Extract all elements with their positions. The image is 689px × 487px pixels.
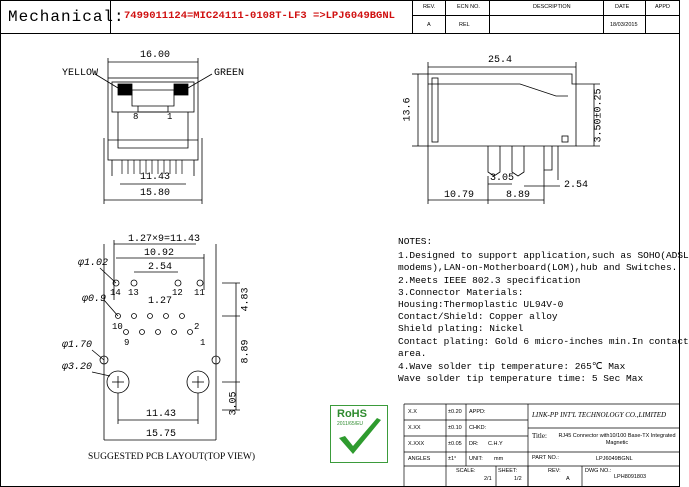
led-right-label: GREEN bbox=[214, 68, 245, 79]
note-line: 3.Connector Materials: bbox=[398, 287, 524, 298]
pcb-pin-label: 14 bbox=[110, 288, 121, 298]
unit-value: mm bbox=[494, 456, 504, 462]
pcb-caption: SUGGESTED PCB LAYOUT(TOP VIEW) bbox=[88, 452, 256, 462]
note-line: area. bbox=[398, 348, 427, 359]
dwg-no-value: LPH8091803 bbox=[614, 474, 647, 480]
tol-value: ±1° bbox=[448, 456, 457, 462]
mechanical-label: Mechanical: bbox=[8, 8, 125, 26]
sheet-value: 1/2 bbox=[514, 476, 522, 482]
part-no-value: LPJ6049BGNL bbox=[596, 456, 633, 462]
pcb-pin-label: 11 bbox=[194, 288, 205, 298]
pcb-pin-label: 9 bbox=[124, 338, 130, 348]
dwg-no-label: DWG NO.: bbox=[585, 468, 612, 474]
check-icon bbox=[339, 418, 381, 454]
tol-key: X.X bbox=[408, 409, 417, 415]
rev-label: REV: bbox=[548, 468, 561, 474]
side-dim-d: 8.89 bbox=[506, 190, 531, 201]
scale-value: 2/1 bbox=[484, 476, 492, 482]
pin-right-label: 1 bbox=[167, 112, 173, 122]
note-line: 1.Designed to support application,such a… bbox=[398, 250, 689, 261]
sheet-label: SHEET: bbox=[498, 468, 518, 474]
pcb-dim-total: 15.75 bbox=[146, 429, 177, 440]
led-left-label: YELLOW bbox=[62, 68, 99, 79]
dr-value: C.H.Y bbox=[488, 441, 503, 447]
pcb-dim-mount-hole: φ3.20 bbox=[62, 362, 93, 373]
rohs-sub: 2011/65/EU bbox=[337, 421, 364, 427]
date-header: DATE bbox=[615, 4, 630, 10]
side-dim-c: 10.79 bbox=[444, 190, 475, 201]
appd-header: APPD bbox=[655, 4, 670, 10]
rev-header: REV. bbox=[423, 4, 436, 10]
description-header: DESCRIPTION bbox=[533, 4, 571, 10]
side-dim-pin-height: 3.50±0.25 bbox=[593, 88, 605, 143]
dr-label: DR: bbox=[469, 441, 479, 447]
tol-key: X.XXX bbox=[408, 441, 425, 447]
note-line: Contact plating: Gold 6 micro-inches min… bbox=[398, 336, 689, 347]
pcb-pin-label: 12 bbox=[172, 288, 183, 298]
header-label-divider bbox=[110, 0, 111, 34]
pcb-pin-label: 1 bbox=[200, 338, 206, 348]
note-line: Contact/Shield: Copper alloy bbox=[398, 311, 558, 322]
pcb-dim-led-hole: φ1.02 bbox=[78, 258, 109, 269]
front-dim-top: 16.00 bbox=[140, 50, 171, 61]
title-block-lines bbox=[403, 403, 679, 486]
note-line: Housing:Thermoplastic UL94V-0 bbox=[398, 299, 564, 310]
note-line: Shield plating: Nickel bbox=[398, 323, 524, 334]
tol-key: ANGLES bbox=[408, 456, 431, 462]
note-line: modems),LAN-on-Motherboard(LOM),hub and … bbox=[398, 262, 678, 273]
header-divider bbox=[0, 33, 680, 34]
side-dim-length: 25.4 bbox=[488, 55, 513, 66]
pcb-dim-mount-span: 11.43 bbox=[146, 409, 177, 420]
notes-title: NOTES: bbox=[398, 236, 433, 247]
front-dim-inner: 11.43 bbox=[140, 172, 171, 183]
part-no-label: PART NO.: bbox=[532, 455, 559, 461]
ecn-header: ECN NO. bbox=[457, 4, 480, 10]
front-view bbox=[94, 58, 213, 204]
front-dim-bottom: 15.80 bbox=[140, 188, 171, 199]
pcb-dim-led-pitch: 2.54 bbox=[148, 262, 173, 273]
pcb-dim-vertical-c: 3.05 bbox=[228, 391, 240, 416]
green-led bbox=[173, 83, 189, 96]
appd-label: APPD: bbox=[469, 409, 486, 415]
pcb-dim-pitch: 1.27×9=11.43 bbox=[128, 234, 201, 245]
rev-value: A bbox=[566, 476, 570, 482]
yellow-led bbox=[117, 83, 133, 96]
tol-value: ±0.10 bbox=[448, 425, 462, 431]
pcb-dim-half-pitch: 1.27 bbox=[148, 296, 173, 307]
tol-key: X.XX bbox=[408, 425, 421, 431]
title-text: RJ45 Connector with10/100 Base-TX Integr… bbox=[558, 433, 676, 446]
pcb-layout bbox=[91, 240, 240, 441]
note-line: 4.Wave solder tip temperature: 265℃ Max bbox=[398, 361, 626, 372]
rohs-badge: RoHS 2011/65/EU bbox=[330, 405, 388, 463]
note-line: 2.Meets IEEE 802.3 specification bbox=[398, 275, 581, 286]
side-view bbox=[412, 62, 600, 204]
pcb-dim-row: 10.92 bbox=[144, 248, 175, 259]
unit-label: UNIT: bbox=[469, 456, 483, 462]
pcb-dim-shield-hole: φ1.70 bbox=[62, 340, 93, 351]
part-number-line: 7499011124=MIC24111-0108T-LF3 =>LPJ6049B… bbox=[124, 10, 395, 22]
pcb-dim-vertical-a: 4.83 bbox=[240, 287, 252, 312]
chkd-label: CHKD: bbox=[469, 425, 487, 431]
side-dim-a: 3.05 bbox=[490, 173, 515, 184]
rohs-label: RoHS bbox=[337, 408, 367, 420]
tol-value: ±0.20 bbox=[448, 409, 462, 415]
side-dim-b: 2.54 bbox=[564, 180, 589, 191]
ecn-value: REL bbox=[459, 22, 470, 28]
revision-table: REV. ECN NO. DESCRIPTION DATE APPD A REL… bbox=[412, 0, 680, 34]
pcb-pin-label: 10 bbox=[112, 322, 123, 332]
pcb-dim-pin-hole: φ0.9 bbox=[82, 294, 107, 305]
date-value: 18/03/2015 bbox=[610, 22, 638, 28]
rev-value: A bbox=[427, 22, 431, 28]
pin-left-label: 8 bbox=[133, 112, 139, 122]
note-line: Wave solder tip temperature time: 5 Sec … bbox=[398, 373, 644, 384]
pcb-pin-label: 2 bbox=[194, 322, 200, 332]
pcb-dim-vertical-b: 8.89 bbox=[240, 339, 252, 364]
company-name: LINK-PP INT'L TECHNOLOGY CO.,LIMITED bbox=[532, 411, 667, 419]
pcb-pin-label: 13 bbox=[128, 288, 139, 298]
scale-label: SCALE: bbox=[456, 468, 476, 474]
side-dim-height: 13.6 bbox=[402, 97, 414, 122]
tol-value: ±0.05 bbox=[448, 441, 462, 447]
title-label: Title: bbox=[532, 432, 547, 440]
